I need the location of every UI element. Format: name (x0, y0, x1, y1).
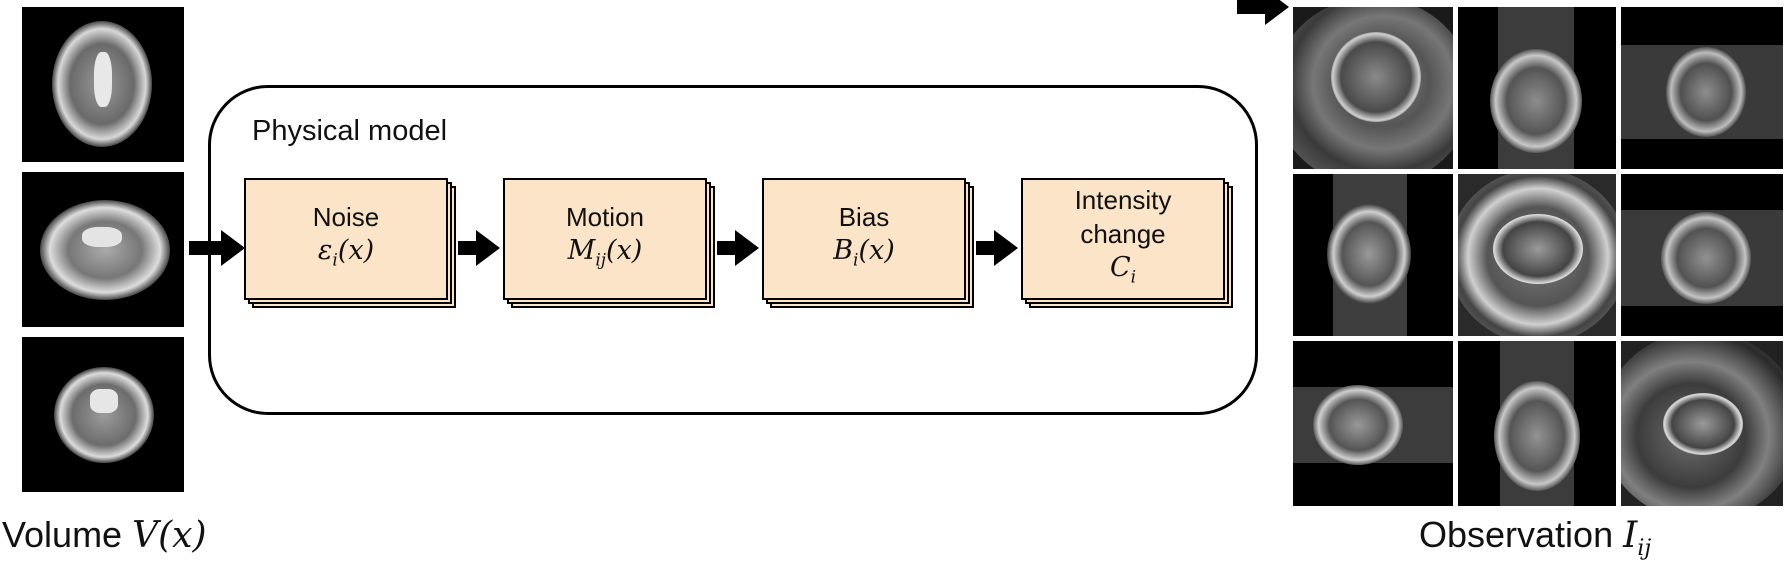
arrow-bias-intensity (976, 230, 1018, 266)
observation-image-6 (1621, 174, 1783, 336)
volume-sagittal-image (22, 172, 184, 327)
stage-motion-name: Motion (565, 202, 645, 233)
volume-label-text: Volume (2, 514, 123, 555)
observation-image-1 (1293, 7, 1453, 169)
arrow-motion-bias (717, 230, 759, 266)
physical-model-title: Physical model (252, 115, 448, 147)
physical-model-box (208, 85, 1258, 415)
observation-image-7 (1293, 341, 1453, 506)
stage-noise-name: Noise (312, 202, 380, 233)
stage-noise-symbol: εi(x) (317, 235, 375, 271)
observation-label-math: Iij (1623, 515, 1652, 562)
stage-intensity-change: Intensity change Ci (1021, 178, 1233, 308)
volume-label: Volume V(x) (2, 514, 206, 556)
stage-bias-name: Bias (838, 202, 890, 233)
volume-axial-image (22, 7, 184, 162)
observation-label: Observation Iij (1419, 514, 1651, 561)
stage-motion-symbol: Mij(x) (567, 235, 643, 271)
stage-bias: Bias Bi(x) (762, 178, 974, 308)
observation-image-4 (1293, 174, 1453, 336)
stage-bias-symbol: Bi(x) (833, 235, 895, 271)
stage-motion: Motion Mij(x) (503, 178, 715, 308)
output-arrow (1237, 0, 1289, 25)
stage-noise: Noise εi(x) (244, 178, 456, 308)
volume-label-math: V(x) (132, 515, 207, 556)
observation-image-9 (1621, 341, 1783, 506)
volume-coronal-image (22, 337, 184, 492)
observation-image-2 (1458, 7, 1616, 169)
stage-intensity-name: Intensity change (1074, 185, 1172, 250)
observation-image-3 (1621, 7, 1783, 169)
observation-label-text: Observation (1419, 514, 1614, 555)
observation-image-8 (1458, 341, 1616, 506)
stage-intensity-symbol: Ci (1109, 252, 1137, 288)
arrow-noise-motion (458, 230, 500, 266)
observation-image-5 (1458, 174, 1616, 336)
input-arrow (189, 230, 245, 266)
